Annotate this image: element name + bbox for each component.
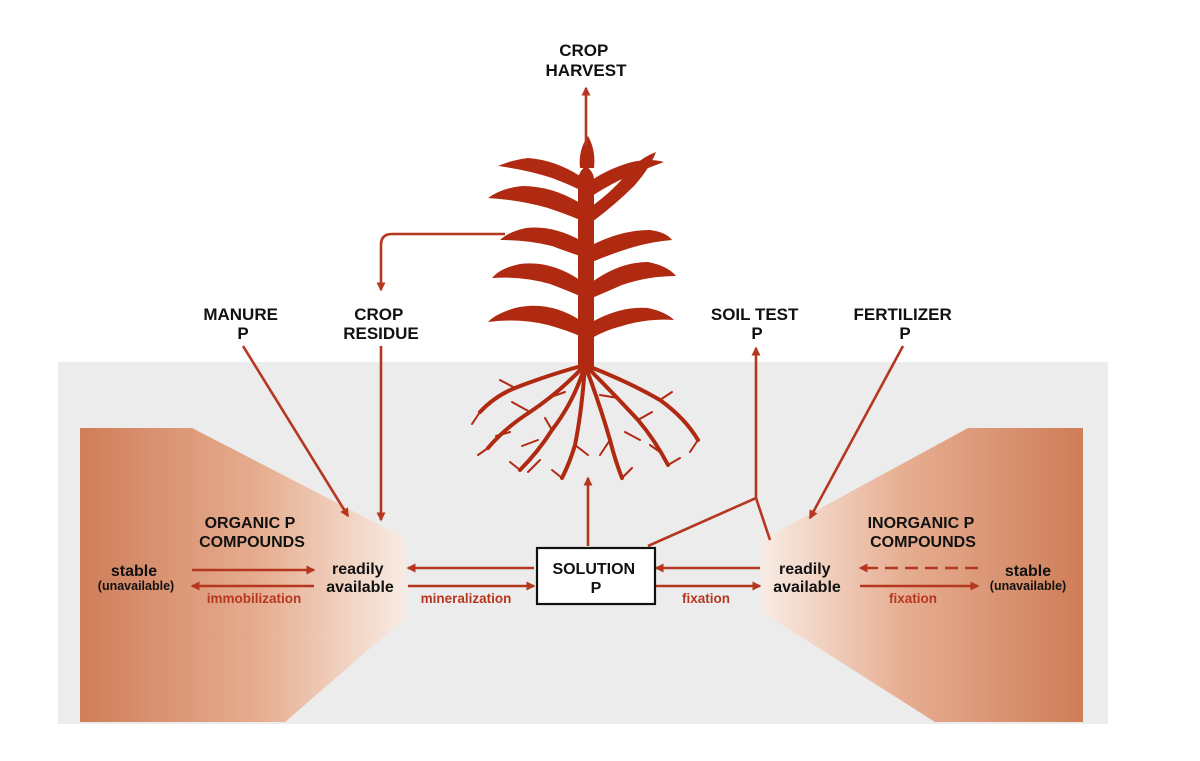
organic-unavailable-label: (unavailable) — [98, 579, 174, 593]
plant-roots-icon — [471, 363, 700, 480]
inorganic-stable-label: stable — [1005, 563, 1051, 580]
arrow-manure-to-organic — [241, 345, 350, 518]
organic-compounds-label: ORGANIC P COMPOUNDS — [199, 515, 305, 551]
fixation-label: fixation — [682, 591, 730, 606]
mineralization-label: mineralization — [421, 591, 512, 606]
organic-stable-label: stable — [111, 563, 157, 580]
manure-label: MANURE P — [203, 305, 282, 343]
inorganic-readily-label: readily available — [773, 561, 841, 596]
inorganic-unavailable-label: (unavailable) — [990, 579, 1066, 593]
fertilizer-label: FERTILIZER P — [854, 305, 957, 343]
immobilization-label: immobilization — [207, 591, 302, 606]
inorganic-compounds-label: INORGANIC P COMPOUNDS — [868, 515, 979, 551]
soil-test-label: SOIL TEST P — [711, 305, 803, 343]
organic-p-pool — [80, 428, 405, 722]
solution-p-label: SOLUTION P — [552, 561, 639, 597]
arrow-fertilizer-to-inorganic — [808, 345, 905, 520]
corn-plant-icon — [488, 136, 676, 370]
solution-p-box — [535, 546, 657, 606]
fixation-inorganic-label: fixation — [889, 591, 937, 606]
inorganic-p-pool — [762, 428, 1083, 722]
arrow-crop-residue-from-plant — [376, 232, 505, 292]
organic-readily-label: readily available — [326, 561, 394, 596]
crop-harvest-label: CROP HARVEST — [546, 41, 628, 80]
crop-residue-label: CROP RESIDUE — [343, 305, 419, 343]
